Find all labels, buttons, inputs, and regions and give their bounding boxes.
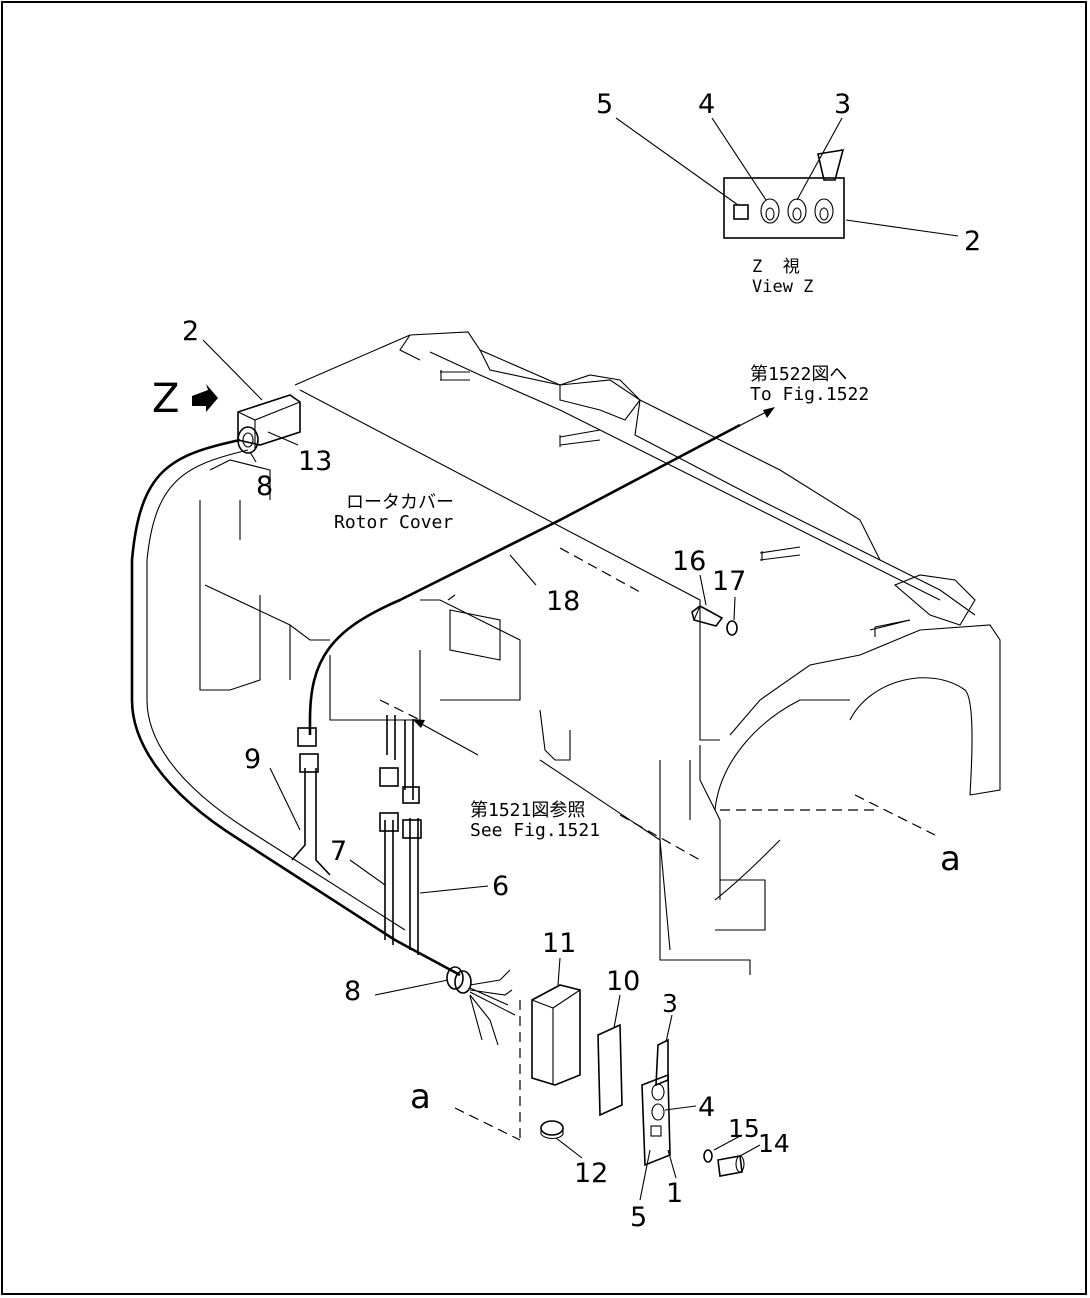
box-11 (531, 957, 581, 1086)
rotor-cover-jp: ロータカバー (346, 492, 454, 513)
view-z-caption-jp: Z 視 (752, 257, 800, 277)
ref-1522-en: To Fig.1522 (750, 384, 869, 405)
view-z-panel (615, 117, 959, 239)
callout-8-top: 8 (256, 471, 273, 502)
callout-1: 1 (666, 1178, 683, 1209)
callout-14: 14 (758, 1129, 790, 1158)
callout-7: 7 (330, 836, 347, 867)
callout-15: 15 (728, 1114, 760, 1143)
plate-10 (597, 994, 623, 1117)
callout-16: 16 (672, 546, 706, 577)
projection-lines (379, 547, 936, 1141)
callout-10: 10 (606, 966, 640, 997)
callout-5: 5 (630, 1202, 647, 1233)
view-z-callout-4: 4 (698, 89, 715, 120)
ref-1521-en: See Fig.1521 (470, 820, 600, 841)
view-z-callout-3: 3 (834, 89, 851, 120)
machine-frame (199, 331, 1001, 975)
bolt-16-washer-17 (691, 574, 738, 636)
callout-17: 17 (712, 566, 746, 597)
cap-12 (540, 1120, 583, 1159)
view-z-callout-5: 5 (596, 89, 613, 120)
switch-box-assembly (192, 339, 301, 463)
wiring-harness (130, 407, 775, 1046)
callout-9: 9 (244, 744, 261, 775)
callout-11: 11 (542, 928, 576, 959)
ref-1522-jp: 第1522図へ (750, 364, 847, 385)
section-mark-a-left: a (410, 1077, 431, 1117)
view-z-caption-en: View Z (752, 277, 813, 297)
callout-3: 3 (662, 989, 678, 1018)
bolt-14-washer-15 (703, 1134, 761, 1177)
callout-18: 18 (546, 586, 580, 617)
callout-12: 12 (574, 1158, 608, 1189)
ref-1521-jp: 第1521図参照 (470, 800, 585, 821)
z-view-marker: Z (152, 376, 179, 422)
rotor-cover-en: Rotor Cover (334, 512, 453, 533)
view-z-callout-2: 2 (964, 226, 981, 257)
section-mark-a-right: a (940, 839, 961, 879)
callout-13: 13 (298, 446, 332, 477)
callout-2: 2 (182, 316, 199, 347)
callout-6: 6 (492, 871, 509, 902)
leader-lines (269, 554, 537, 996)
switch-plate-1 (639, 1014, 697, 1201)
callout-4: 4 (698, 1092, 715, 1123)
callout-8-bottom: 8 (344, 976, 361, 1007)
